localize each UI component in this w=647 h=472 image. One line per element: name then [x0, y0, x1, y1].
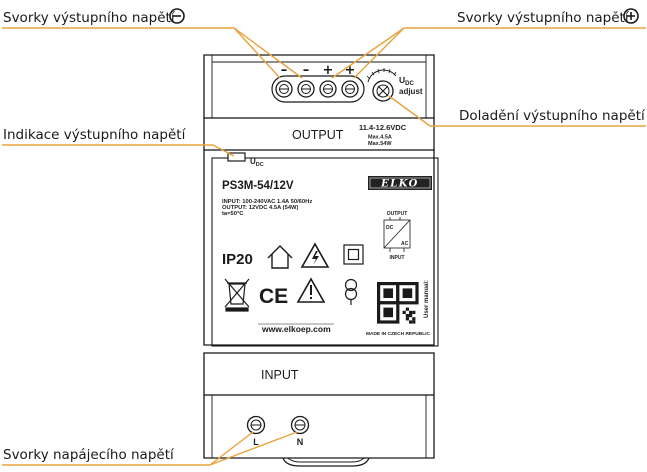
callout-lines — [2, 27, 646, 466]
indoor-use-icon — [267, 245, 293, 269]
circuit-schema — [383, 217, 411, 252]
caution-warning-icon — [296, 277, 326, 303]
plus-mark-2: + — [345, 63, 356, 78]
callout-indicator-text: Indikace výstupního napětí — [3, 127, 187, 143]
supply-screw-l[interactable] — [246, 415, 266, 435]
output-screw-plus-2[interactable] — [341, 80, 359, 98]
output-screw-minus-2[interactable] — [297, 80, 315, 98]
supply-screw-n[interactable] — [290, 415, 310, 435]
minus-mark-1: – — [281, 63, 288, 78]
svg-text:ELKO: ELKO — [380, 179, 419, 190]
schema-input-label: INPUT — [390, 255, 405, 261]
spec-output: OUTPUT: 12VDC 4.5A (54W) — [222, 205, 299, 211]
spec-ta: ta=50°C — [222, 211, 244, 217]
callout-adjust-text: Doladění výstupního napětí — [459, 108, 646, 124]
udc-led — [227, 152, 246, 162]
input-band-label: INPUT — [261, 368, 299, 382]
output-screw-plus-1[interactable] — [319, 80, 337, 98]
output-screw-minus-1[interactable] — [275, 80, 293, 98]
plus-circle-icon — [623, 8, 639, 24]
callout-neg-text: Svorky výstupního napětí — [3, 10, 176, 26]
schema-dc-label: DC — [386, 225, 394, 231]
weee-bin-icon — [224, 278, 250, 312]
terminal-n-label: N — [297, 437, 304, 447]
spec-input: INPUT: 100-240VAC 1.4A 50/60Hz — [222, 199, 312, 205]
callout-pos-text: Svorky výstupního napětí — [457, 10, 630, 26]
schema-ac-label: AC — [401, 241, 409, 247]
callout-pos-terminals: Svorky výstupního napětí — [457, 8, 639, 26]
model-name: PS3M-54/12V — [222, 180, 294, 192]
adjust-potentiometer[interactable] — [366, 68, 397, 102]
double-insulation-icon — [343, 244, 364, 265]
adjust-word: adjust — [399, 87, 423, 96]
udc-led-label: UDC — [250, 157, 264, 168]
udc-adjust-label: UDC — [399, 75, 414, 87]
terminal-l-label: L — [253, 437, 259, 447]
elko-logo: ELKO — [368, 176, 432, 190]
ce-mark: CE — [259, 285, 288, 308]
device-body — [203, 54, 439, 467]
output-max-power: Max.54W — [368, 141, 392, 147]
output-voltage-range: 11.4-12.6VDC — [359, 123, 407, 132]
high-voltage-warning-icon — [300, 242, 330, 268]
user-manual-label: User manual: — [424, 280, 430, 318]
output-terminal-block — [271, 75, 365, 103]
qr-code — [377, 282, 419, 324]
schema-output-label: OUTPUT — [387, 211, 408, 217]
ip-rating: IP20 — [222, 251, 253, 268]
plus-mark-1: + — [323, 63, 334, 78]
output-band-label: OUTPUT — [292, 128, 344, 142]
callout-neg-terminals: Svorky výstupního napětí — [3, 8, 185, 26]
safety-transformer-icon — [344, 278, 358, 305]
callout-supply-text: Svorky napájecího napětí — [3, 447, 175, 463]
output-max-current: Max.4.5A — [368, 135, 392, 141]
minus-circle-icon — [169, 8, 185, 24]
made-in-label: MADE IN CZECH REPUBLIC — [366, 331, 430, 337]
website-url: www.elkoep.com — [261, 324, 331, 334]
minus-mark-2: – — [303, 63, 310, 78]
